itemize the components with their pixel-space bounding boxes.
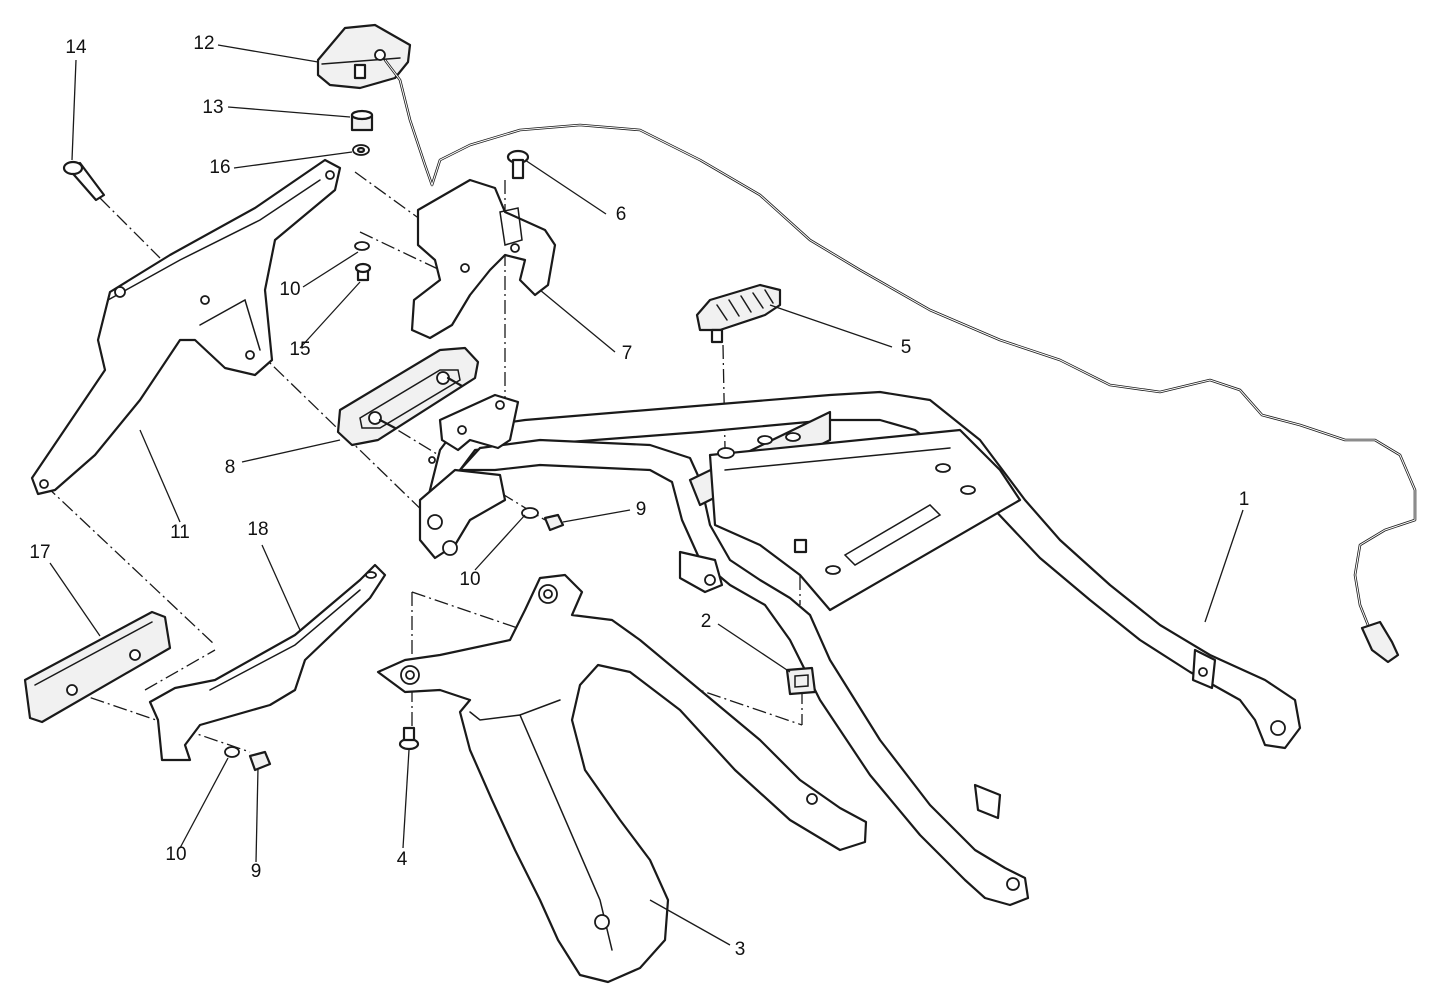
hardware <box>62 109 808 772</box>
callout-5: 5 <box>901 337 912 358</box>
callout-10-c: 10 <box>165 844 186 865</box>
callout-4: 4 <box>397 849 408 870</box>
part-12-light-unit <box>316 23 412 90</box>
callout-7: 7 <box>622 343 633 364</box>
leader-lines <box>49 44 1244 946</box>
part-8-plate-light <box>336 346 480 447</box>
callout-18: 18 <box>247 519 268 540</box>
callout-17: 17 <box>29 542 50 563</box>
part-17-reflector <box>23 610 172 724</box>
callout-9-a: 9 <box>636 499 647 520</box>
callout-9-b: 9 <box>251 861 262 882</box>
callouts: 1 2 3 4 5 6 7 8 9 9 10 10 10 11 12 13 14… <box>29 33 1249 960</box>
callout-12: 12 <box>193 33 214 54</box>
callout-15: 15 <box>289 339 310 360</box>
callout-8: 8 <box>225 457 236 478</box>
callout-2: 2 <box>701 611 712 632</box>
part-2-clip-nut <box>785 666 817 696</box>
callout-16: 16 <box>209 157 230 178</box>
part-4-screw <box>398 726 420 751</box>
callout-3: 3 <box>735 939 746 960</box>
callout-10-b: 10 <box>459 569 480 590</box>
callout-1: 1 <box>1239 489 1250 510</box>
part-7-bracket <box>410 178 557 340</box>
wiring-harness <box>383 58 1417 664</box>
callout-14: 14 <box>65 37 87 58</box>
part-1-rear-frame <box>418 390 1302 907</box>
part-18-reflector-bracket <box>148 563 387 762</box>
callout-11: 11 <box>170 522 190 543</box>
part-11-plate-holder <box>30 158 342 496</box>
callout-6: 6 <box>616 204 627 225</box>
part-3-rear-guard <box>376 573 868 984</box>
callout-10-a: 10 <box>279 279 300 300</box>
callout-13: 13 <box>202 97 223 118</box>
part-5-grommet <box>695 283 782 344</box>
